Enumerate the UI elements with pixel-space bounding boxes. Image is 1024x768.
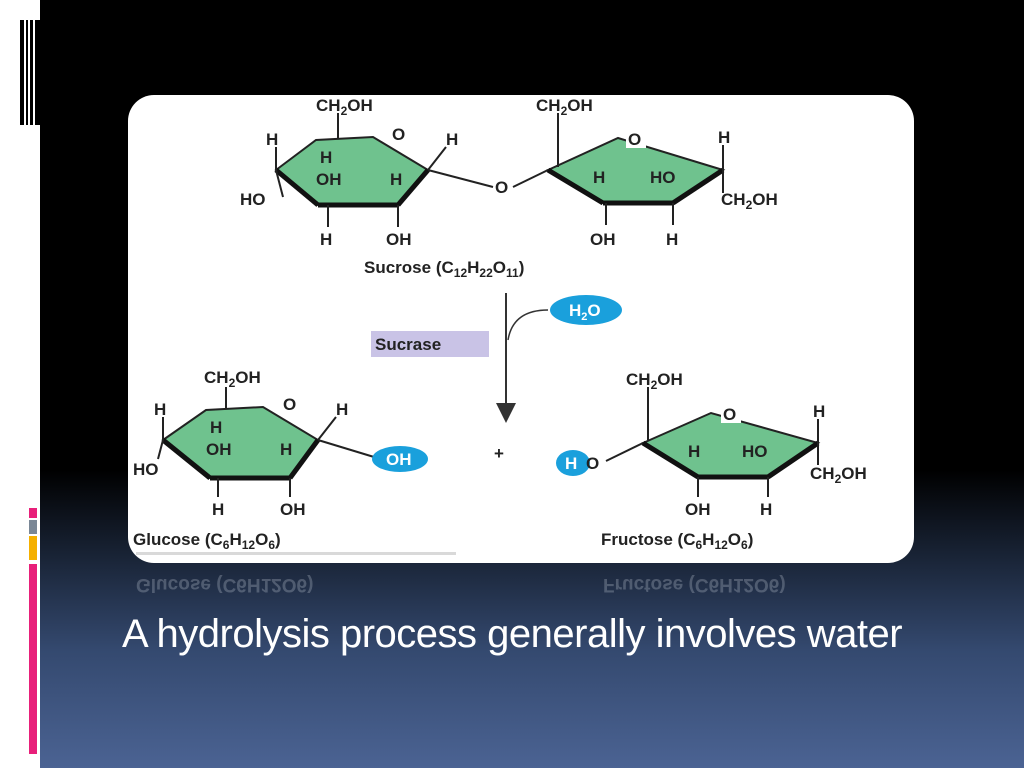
sucrose-h-mid: H <box>390 170 402 189</box>
fructose-oh-bottom: OH <box>685 500 711 519</box>
sucrose-ch2oh-left: CH2OH <box>316 96 373 118</box>
sucrose-h-left: H <box>266 130 278 149</box>
accent-bar-gray <box>29 520 37 534</box>
fructose-top-ch2oh: CH2OH <box>721 190 778 212</box>
glucose-oh-badge <box>372 446 428 472</box>
enzyme-box <box>371 331 489 357</box>
fructose-o-left: O <box>586 454 599 473</box>
fructose-top-ho-inner: HO <box>650 168 676 187</box>
sucrose-molecule: O CH2OH H H OH H HO H OH H O O CH2OH H H… <box>240 96 778 280</box>
decorative-lines <box>20 20 40 125</box>
water-label: H2O <box>569 301 601 323</box>
fructose-label: Fructose (C6H12O6) <box>601 530 753 552</box>
sucrose-ho-left: HO <box>240 190 266 209</box>
fructose-ho-inner: HO <box>742 442 768 461</box>
sucrose-h-inner: H <box>320 148 332 167</box>
fructose-ch2oh-right: CH2OH <box>810 464 867 486</box>
reaction-arrow-group: H2O Sucrase <box>371 293 622 423</box>
hydrolysis-diagram: O CH2OH H H OH H HO H OH H O O CH2OH H H… <box>133 96 867 555</box>
glucose-h-bottom: H <box>212 500 224 519</box>
sucrose-oh-bottom: OH <box>386 230 412 249</box>
fructose-h-bottom: H <box>760 500 772 519</box>
fructose-ring-o: O <box>723 405 736 424</box>
sucrose-oh-inner: OH <box>316 170 342 189</box>
glucose-h-right: H <box>336 400 348 419</box>
fructose-top-oh-bottom: OH <box>590 230 616 249</box>
slide-caption: A hydrolysis process generally involves … <box>121 612 903 656</box>
glucose-ch2oh: CH2OH <box>204 368 261 390</box>
glucose-molecule: O CH2OH H H OH H HO H OH H OH Glucose (C… <box>133 368 428 552</box>
glucose-oh-highlight: OH <box>386 450 412 469</box>
copyright-line <box>136 552 456 555</box>
fructose-molecule: H O O CH2OH H HO H CH2OH OH H Fructose (… <box>556 370 867 552</box>
fructose-ch2oh-top: CH2OH <box>626 370 683 392</box>
fructose-top-h-inner: H <box>593 168 605 187</box>
sucrose-label: Sucrose (C12H22O11) <box>364 258 524 280</box>
water-badge <box>550 295 622 325</box>
fructose-top-h-right: H <box>718 128 730 147</box>
accent-bar-pink-small <box>29 508 37 518</box>
reflection-glucose: Glucose (C6H12O6) <box>136 574 314 595</box>
fructose-h-highlight: H <box>565 454 577 473</box>
glucose-label: Glucose (C6H12O6) <box>133 530 281 552</box>
water-curve <box>507 309 549 341</box>
sucrose-h-bottom: H <box>320 230 332 249</box>
reflection-fructose: Fructose (C6H12O6) <box>603 574 786 595</box>
diagram-card: O CH2OH H H OH H HO H OH H O O CH2OH H H… <box>128 95 914 563</box>
fructose-h-badge <box>556 450 590 476</box>
glycosidic-o: O <box>495 178 508 197</box>
enzyme-label: Sucrase <box>375 335 441 354</box>
sucrose-ring-o: O <box>392 125 405 144</box>
glucose-h-inner: H <box>210 418 222 437</box>
sucrose-h-right: H <box>446 130 458 149</box>
glucose-h-left: H <box>154 400 166 419</box>
plus-sign: + <box>494 444 504 463</box>
fructose-top-h-bottom: H <box>666 230 678 249</box>
fructose-h-inner: H <box>688 442 700 461</box>
glucose-oh-bottom: OH <box>280 500 306 519</box>
glucose-h-mid: H <box>280 440 292 459</box>
glucose-oh-inner: OH <box>206 440 232 459</box>
fructose-ring-o-top: O <box>628 130 641 149</box>
accent-bar-orange <box>29 536 37 560</box>
fructose-h-right: H <box>813 402 825 421</box>
accent-bar-pink <box>29 564 37 754</box>
glucose-ho-left: HO <box>133 460 159 479</box>
sucrose-ch2oh-right: CH2OH <box>536 96 593 118</box>
glucose-ring-o: O <box>283 395 296 414</box>
